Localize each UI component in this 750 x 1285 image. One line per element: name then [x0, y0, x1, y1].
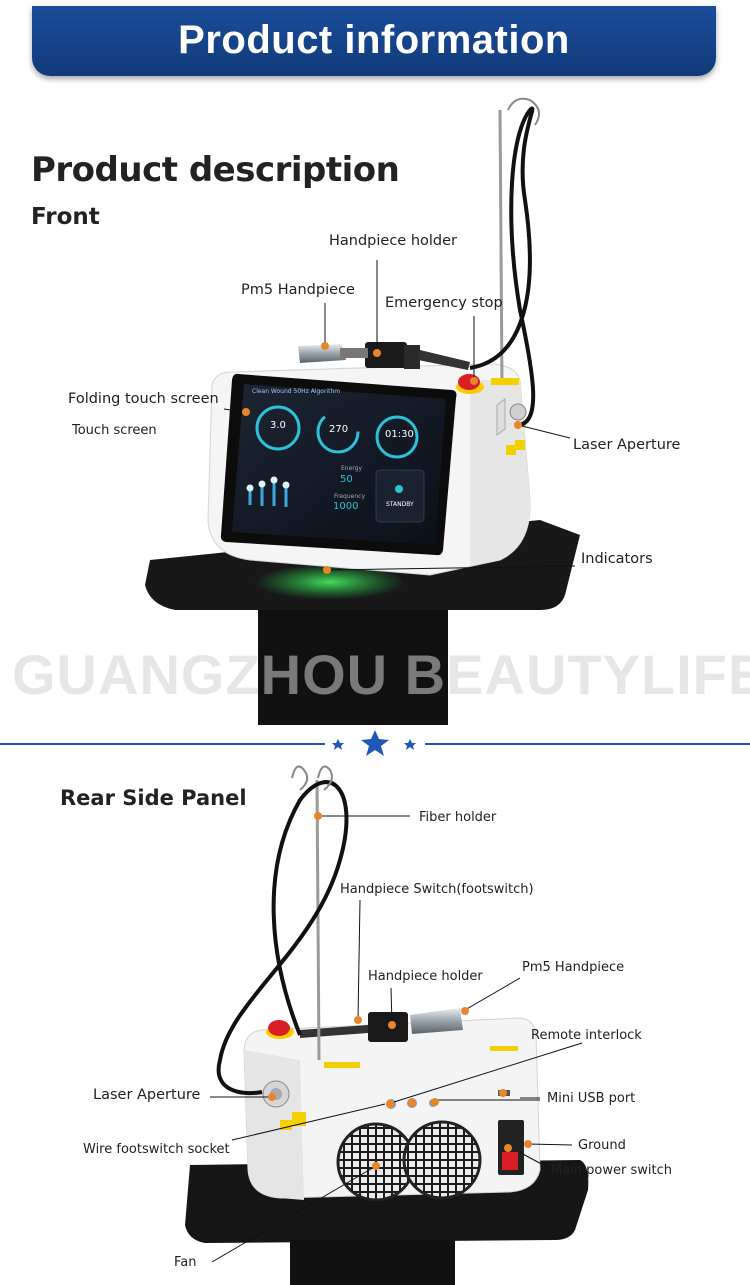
label-remote-interlock: Remote interlock: [531, 1028, 642, 1043]
label-handpiece-holder: Handpiece holder: [329, 233, 458, 249]
section-subtitle-front: Front: [31, 204, 100, 230]
screen-freq-value: 1000: [333, 501, 359, 512]
watermark: GUANGZHOU BEAUTYLIFE: [12, 643, 750, 706]
screen-power-value: 50: [340, 474, 353, 485]
section-title-rear: Rear Side Panel: [60, 786, 247, 810]
label-handpiece-holder-rear: Handpiece holder: [368, 969, 483, 984]
label-fan: Fan: [174, 1255, 197, 1270]
label-laser-aperture-front: Laser Aperture: [573, 437, 681, 453]
label-pm5-handpiece-rear: Pm5 Handpiece: [522, 960, 625, 975]
screen-gauge-1: 3.0: [270, 420, 286, 431]
section-divider: [0, 730, 750, 756]
screen-freq-label: Frequency: [334, 493, 365, 500]
screen-header: Clean Wound 50Hz Algorithm: [252, 388, 341, 395]
star-icon: [404, 739, 416, 750]
label-handpiece-switch: Handpiece Switch(footswitch): [340, 882, 534, 897]
front-device: [145, 97, 580, 725]
label-main-power-switch: Main power switch: [551, 1163, 672, 1178]
section-title: Product description: [31, 150, 400, 190]
screen-standby: STANDBY: [386, 501, 414, 508]
label-touch-screen: Touch screen: [72, 423, 157, 438]
label-mini-usb-port: Mini USB port: [547, 1091, 636, 1106]
label-ground: Ground: [578, 1138, 626, 1153]
star-icon: [361, 730, 389, 756]
screen-power-label: Energy: [341, 465, 363, 472]
screen-gauge-2: 270: [329, 424, 349, 435]
header-banner: Product information: [32, 6, 716, 76]
label-pm5-handpiece: Pm5 Handpiece: [241, 282, 355, 298]
label-folding-touch-screen: Folding touch screen: [68, 391, 219, 407]
label-indicators: Indicators: [581, 551, 653, 567]
star-icon: [332, 739, 344, 750]
screen-gauge-3: 01:30: [385, 429, 414, 440]
label-emergency-stop: Emergency stop: [385, 295, 503, 311]
label-wire-footswitch-socket: Wire footswitch socket: [83, 1142, 230, 1157]
label-fiber-holder: Fiber holder: [419, 810, 497, 825]
banner-title: Product information: [178, 18, 570, 62]
rear-device: [185, 765, 589, 1285]
label-laser-aperture-rear: Laser Aperture: [93, 1087, 201, 1103]
